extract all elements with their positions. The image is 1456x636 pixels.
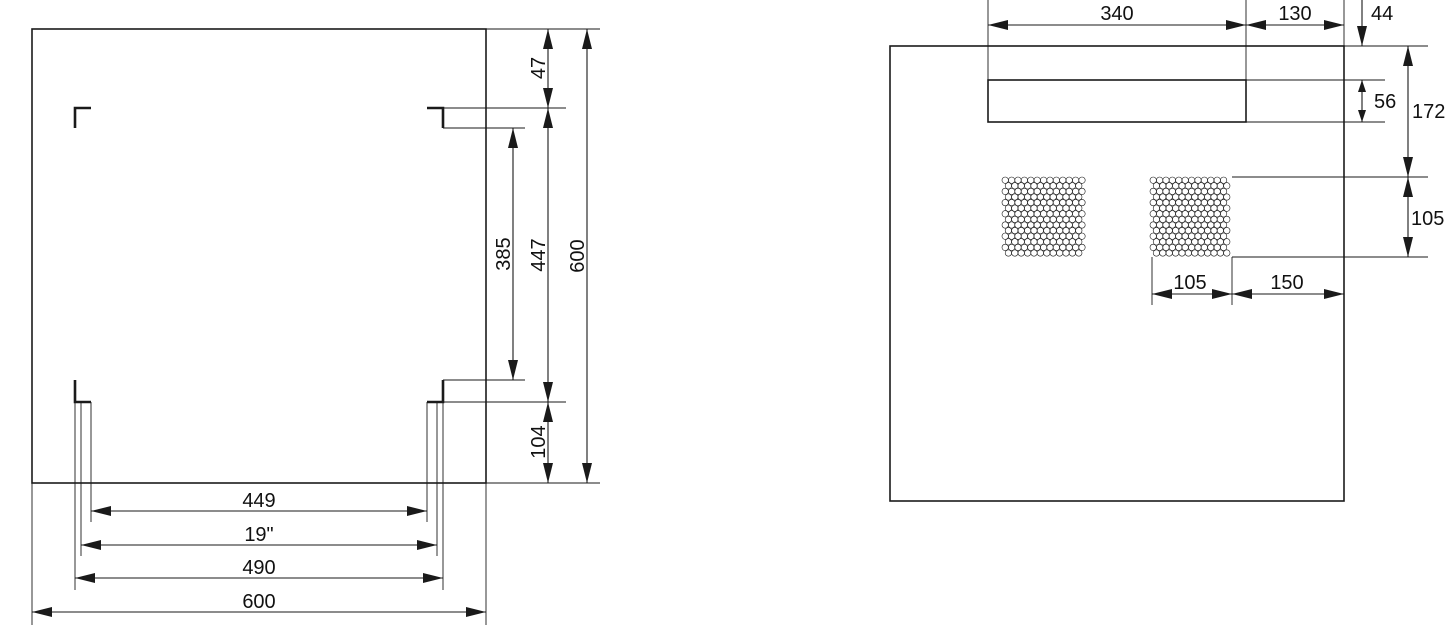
- vent-grid-right: [1149, 176, 1231, 257]
- dim-label-19-inch: 19": [244, 524, 273, 546]
- top-view: 340 130 44 56 172 105 105 150: [889, 0, 1445, 502]
- rail-corner-bottom-left: [73, 380, 91, 404]
- dim-label-385: 385: [493, 237, 515, 270]
- front-panel-outline: [31, 28, 487, 484]
- top-panel-outline: [889, 45, 1345, 502]
- dim-label-150: 150: [1270, 272, 1303, 294]
- dim-label-104: 104: [528, 425, 550, 458]
- dim-label-600-vertical: 600: [567, 239, 589, 272]
- dim-label-44: 44: [1371, 3, 1393, 25]
- cable-slot: [987, 79, 1247, 123]
- dim-label-105-horizontal: 105: [1173, 272, 1206, 294]
- dim-label-56: 56: [1374, 91, 1396, 113]
- dim-label-172: 172: [1412, 101, 1445, 123]
- rail-corner-bottom-right: [427, 380, 445, 404]
- front-view: 47 385 447 600 104 449 19" 490 600: [31, 28, 600, 625]
- dim-label-490: 490: [242, 557, 275, 579]
- rail-corner-top-left: [73, 106, 91, 128]
- vent-grid-left: [1001, 176, 1086, 257]
- dim-label-600-horizontal: 600: [242, 591, 275, 613]
- dim-label-340: 340: [1100, 3, 1133, 25]
- dim-label-449: 449: [242, 490, 275, 512]
- dim-label-105-vertical: 105: [1411, 208, 1444, 230]
- dim-label-447: 447: [528, 238, 550, 271]
- dim-label-130: 130: [1278, 3, 1311, 25]
- dim-label-47: 47: [528, 57, 550, 79]
- rail-corner-top-right: [427, 106, 445, 128]
